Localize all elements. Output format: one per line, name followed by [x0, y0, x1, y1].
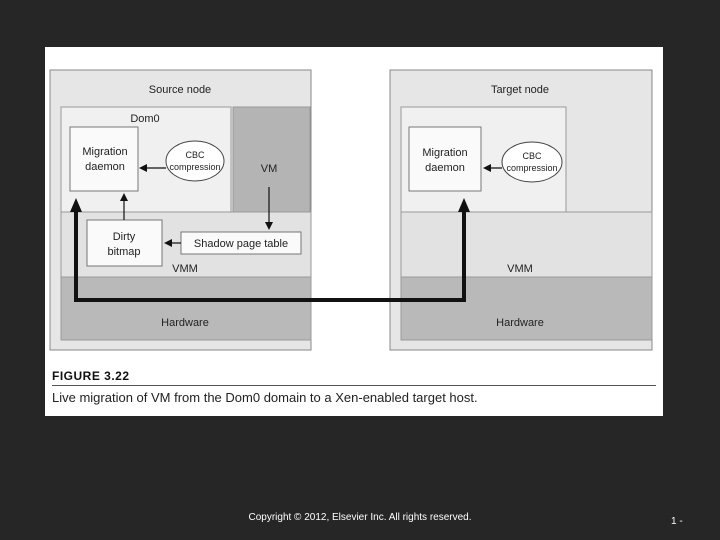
target-vmm-label: VMM [507, 263, 533, 275]
source-migration-daemon-box [69, 126, 139, 192]
target-migration-daemon-box [408, 126, 482, 192]
source-vm-box [232, 106, 311, 213]
figure-caption: Live migration of VM from the Dom0 domai… [52, 390, 478, 405]
target-hardware-layer [400, 276, 653, 341]
caption-divider [52, 385, 656, 386]
source-migration-daemon-line2: daemon [85, 161, 125, 173]
page-number: 1 - [671, 516, 683, 527]
target-node-title: Target node [491, 84, 549, 96]
migration-path-line [76, 198, 470, 302]
figure-number: FIGURE 3.22 [52, 369, 130, 383]
target-vmm-layer [400, 211, 653, 278]
figure-panel: Source node Dom0 VM VMM Hardware Migrati… [45, 47, 663, 416]
source-cbc-line2: compression [169, 162, 220, 172]
source-vmm-label: VMM [172, 263, 198, 275]
source-hardware-label: Hardware [161, 317, 209, 329]
migration-diagram: Source node Dom0 VM VMM Hardware Migrati… [49, 69, 653, 351]
source-dirty-bitmap-box [86, 219, 163, 267]
target-cbc-compression-ellipse [501, 141, 563, 183]
source-cbc-line1: CBC [185, 150, 205, 160]
target-hardware-label: Hardware [496, 317, 544, 329]
source-vm-label: VM [261, 163, 278, 175]
source-node-title: Source node [149, 84, 211, 96]
source-dirty-bitmap-line2: bitmap [107, 246, 140, 258]
target-migration-daemon-line2: daemon [425, 162, 465, 174]
source-node: Source node Dom0 VM VMM Hardware Migrati… [49, 69, 312, 351]
source-shadow-page-table-label: Shadow page table [194, 238, 288, 250]
source-dirty-bitmap-line1: Dirty [113, 231, 136, 243]
copyright-notice: Copyright © 2012, Elsevier Inc. All righ… [248, 512, 472, 523]
target-node: Target node VMM Hardware Migration daemo… [389, 69, 653, 351]
source-dom0-label: Dom0 [130, 113, 159, 125]
target-cbc-line2: compression [506, 163, 557, 173]
target-migration-daemon-line1: Migration [422, 147, 467, 159]
source-migration-daemon-line1: Migration [82, 146, 127, 158]
source-cbc-compression-ellipse [165, 140, 225, 182]
target-cbc-line1: CBC [522, 151, 542, 161]
source-hardware-layer [60, 276, 312, 341]
